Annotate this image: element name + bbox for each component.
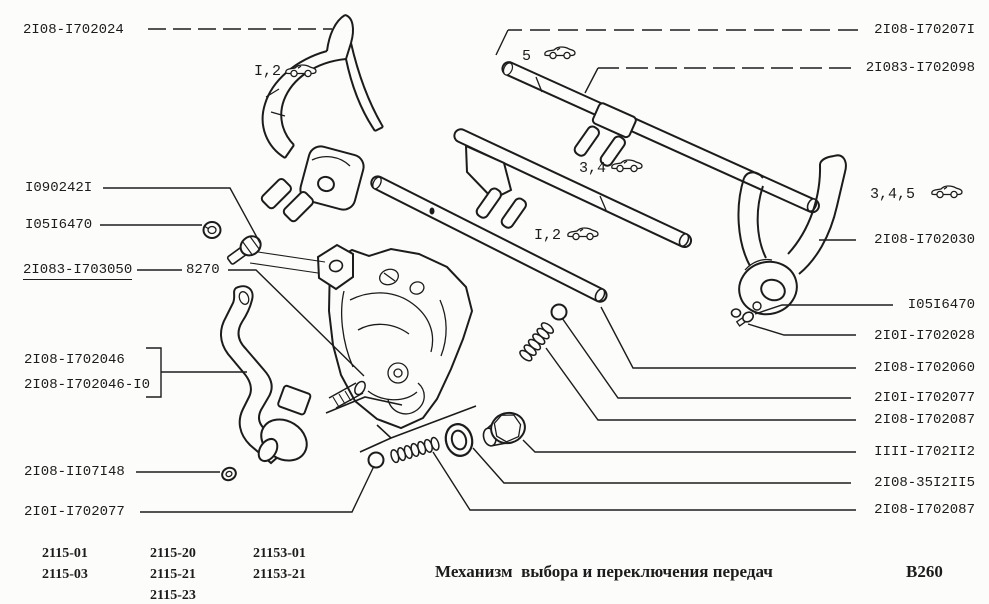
label-1051-6470-left: I05I6470 (25, 217, 93, 233)
selector-rod-c (370, 175, 608, 303)
detent-plug (482, 411, 526, 447)
label-2108-1702046-10: 2I08-I702046-I0 (24, 377, 151, 393)
model-2115-20: 2115-20 (150, 546, 196, 561)
model-2115-01: 2115-01 (42, 546, 88, 561)
sealing-washer (444, 423, 474, 457)
detent-spring-lower (390, 436, 440, 464)
label-1090-2421: I090242I (25, 180, 93, 196)
model-2115-03: 2115-03 (42, 567, 88, 582)
detent-spring-upper (519, 322, 555, 362)
model-21153-21: 21153-21 (253, 567, 306, 582)
label-8270: 8270 (186, 262, 220, 278)
gear-tag-5: 5 (522, 48, 532, 65)
gear-tag-1-2-left: I,2 (254, 63, 282, 80)
car-icon-1-2-left (285, 64, 317, 78)
clip-2108-1107148 (221, 466, 237, 482)
selector-lever (220, 285, 312, 465)
base-plate-edges (325, 396, 477, 453)
circlip-1051-6470 (202, 221, 222, 239)
car-icon-3-4-5 (931, 185, 963, 199)
label-1111-1702112: IIII-I702II2 (874, 444, 975, 460)
bolt-1090-2421 (226, 235, 262, 265)
detent-ball-upper (550, 303, 568, 321)
model-21153-01: 21153-01 (253, 546, 306, 561)
detent-ball-lower (367, 451, 385, 469)
selector-rod-b (453, 128, 693, 249)
label-2101-1702077-left: 2I0I-I702077 (24, 504, 125, 520)
gear-tag-1-2-mid: I,2 (534, 227, 562, 244)
label-2108-3512115: 2I08-35I2II5 (874, 475, 975, 491)
model-2115-21: 2115-21 (150, 567, 196, 582)
label-2101-1702028: 2I0I-I702028 (874, 328, 975, 344)
label-21083-1702098: 2I083-I702098 (865, 60, 975, 76)
label-1051-6470-right: I05I6470 (907, 297, 975, 313)
label-2108-1702046: 2I08-I702046 (24, 352, 125, 368)
car-icon-5 (544, 46, 576, 60)
fork-on-rod-a (573, 102, 637, 167)
figure-caption: Механизм выбора и переключения передач (435, 562, 773, 581)
label-2108-1702071: 2I08-I70207I (874, 22, 975, 38)
label-2108-1702087-lower: 2I08-I702087 (874, 502, 975, 518)
car-icon-1-2-mid (567, 227, 599, 241)
fork-on-rod-b (464, 144, 527, 229)
shift-fork-right (737, 154, 847, 316)
washer-and-bolt-right (730, 308, 754, 327)
figure-code: B260 (906, 562, 943, 581)
gear-tag-3-4: 3,4 (579, 160, 607, 177)
car-icon-3-4 (611, 159, 643, 173)
shift-fork-left (260, 14, 384, 223)
label-2108-1702087-upper: 2I08-I702087 (874, 412, 975, 428)
label-2108-1107148: 2I08-II07I48 (24, 464, 125, 480)
label-2101-1702077-right: 2I0I-I702077 (874, 390, 975, 406)
label-21083-1703050: 2I083-I703050 (23, 262, 133, 280)
label-2108-1702024: 2I08-I702024 (23, 22, 124, 38)
housing-stud (328, 380, 366, 409)
label-2108-1702030: 2I08-I702030 (874, 232, 975, 248)
model-2115-23: 2115-23 (150, 588, 196, 603)
assembly-guide-lines (249, 251, 326, 274)
selector-housing (249, 243, 477, 453)
leader-lines (100, 28, 893, 513)
gear-tag-3-4-5: 3,4,5 (870, 186, 916, 203)
label-2108-1702060: 2I08-I702060 (874, 360, 975, 376)
selector-rod-5th (501, 61, 820, 214)
